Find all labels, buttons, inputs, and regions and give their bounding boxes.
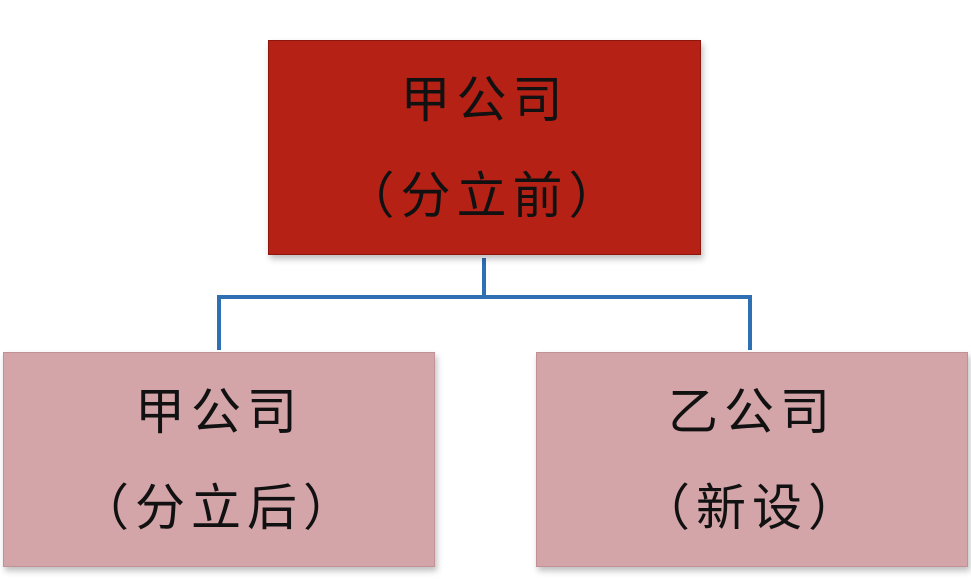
node-new-company: 乙公司 （新设） bbox=[536, 352, 968, 567]
node-company-after-split: 甲公司 （分立后） bbox=[3, 352, 435, 567]
node-parent-company-before-split: 甲公司 （分立前） bbox=[268, 40, 701, 255]
node-title: 乙公司 bbox=[668, 382, 836, 441]
node-subtitle: （新设） bbox=[640, 478, 864, 537]
node-subtitle: （分立前） bbox=[344, 166, 625, 225]
node-title: 甲公司 bbox=[135, 382, 303, 441]
node-title: 甲公司 bbox=[400, 70, 569, 129]
node-subtitle: （分立后） bbox=[79, 478, 359, 537]
